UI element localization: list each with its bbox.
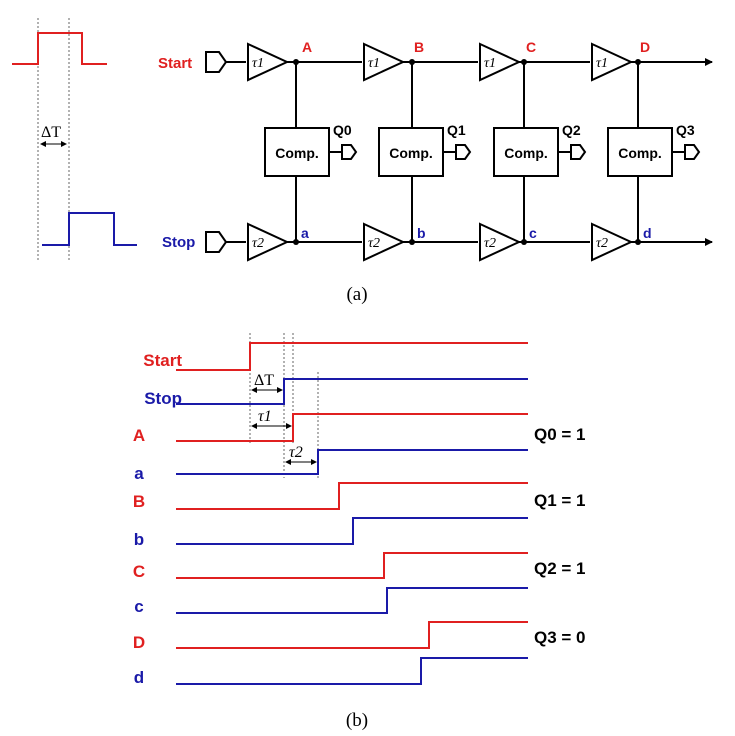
output-label-q1: Q1 xyxy=(447,122,466,138)
input-pulses: ΔT xyxy=(12,18,137,262)
result-q1: Q1 = 1 xyxy=(534,491,586,510)
stop-pulse xyxy=(42,212,137,246)
signal-label-stop: Stop xyxy=(144,389,182,408)
start-pulse xyxy=(12,32,107,65)
signal-label-C: C xyxy=(133,562,145,581)
delay-buffer-t1-2: τ1 xyxy=(363,42,406,82)
waveform-b xyxy=(176,517,528,545)
svg-text:τ2: τ2 xyxy=(484,236,496,251)
stage-2: Comp. C c Q2 xyxy=(493,39,587,245)
node-label-b: b xyxy=(417,225,426,241)
svg-text:τ2: τ2 xyxy=(596,236,608,251)
delay-buffer-t1-4: τ1 xyxy=(591,42,634,82)
stop-label: Stop xyxy=(162,234,195,251)
result-q3: Q3 = 0 xyxy=(534,628,586,647)
output-label-q0: Q0 xyxy=(333,122,352,138)
delay-buffer-t2-2: τ2 xyxy=(363,222,406,262)
waveform-a xyxy=(176,449,528,475)
interval-label-delta-t: ΔT xyxy=(254,372,274,389)
node-label-A: A xyxy=(302,39,312,55)
interval-label-tau1: τ1 xyxy=(258,408,272,425)
delay-buffer-t1-1: τ1 xyxy=(247,42,290,82)
delta-t-label: ΔT xyxy=(41,124,61,141)
result-q0: Q0 = 1 xyxy=(534,425,586,444)
waveform-B xyxy=(176,482,528,510)
signal-label-b: b xyxy=(134,530,144,549)
svg-text:τ2: τ2 xyxy=(368,236,380,251)
output-label-q3: Q3 xyxy=(676,122,695,138)
waveform-C xyxy=(176,552,528,579)
node-label-D: D xyxy=(640,39,650,55)
signal-label-B: B xyxy=(133,492,145,511)
delay-buffer-t2-1: τ2 xyxy=(247,222,290,262)
svg-text:τ1: τ1 xyxy=(368,56,380,71)
node-label-d: d xyxy=(643,225,652,241)
node-label-a: a xyxy=(301,225,309,241)
output-label-q2: Q2 xyxy=(562,122,581,138)
result-q2: Q2 = 1 xyxy=(534,559,586,578)
waveform-stop xyxy=(176,378,528,405)
signal-label-d: d xyxy=(134,668,144,687)
signal-label-start: Start xyxy=(143,351,182,370)
svg-text:Comp.: Comp. xyxy=(389,145,433,161)
svg-text:τ1: τ1 xyxy=(252,56,264,71)
node-label-C: C xyxy=(526,39,536,55)
svg-text:Comp.: Comp. xyxy=(275,145,319,161)
stop-input-connector xyxy=(205,231,228,253)
delay-buffer-t2-4: τ2 xyxy=(591,222,634,262)
interval-label-tau2: τ2 xyxy=(289,444,303,461)
start-label: Start xyxy=(158,55,192,72)
svg-text:Comp.: Comp. xyxy=(618,145,662,161)
waveform-d xyxy=(176,657,528,685)
waveform-D xyxy=(176,621,528,649)
svg-text:τ2: τ2 xyxy=(252,236,264,251)
svg-text:τ1: τ1 xyxy=(484,56,496,71)
stage-3: Comp. D d Q3 xyxy=(607,39,701,245)
svg-text:τ1: τ1 xyxy=(596,56,608,71)
waveform-c xyxy=(176,587,528,614)
timing-diagram: Start Stop A a B b C c D d ΔT τ1 τ2 Q0 =… xyxy=(133,333,586,687)
caption-a: (a) xyxy=(346,284,367,305)
signal-label-D: D xyxy=(133,633,145,652)
node-label-c: c xyxy=(529,225,537,241)
delay-buffer-t2-3: τ2 xyxy=(479,222,522,262)
stage-0: Comp. A a Q0 xyxy=(264,39,358,245)
waveform-A xyxy=(176,413,528,442)
signal-label-c: c xyxy=(134,597,143,616)
stage-1: Comp. B b Q1 xyxy=(378,39,472,245)
signal-label-a: a xyxy=(134,464,144,483)
svg-text:Comp.: Comp. xyxy=(504,145,548,161)
start-input-connector xyxy=(205,51,228,73)
waveform-start xyxy=(176,342,528,371)
node-label-B: B xyxy=(414,39,424,55)
signal-label-A: A xyxy=(133,426,145,445)
caption-b: (b) xyxy=(346,710,368,731)
delay-buffer-t1-3: τ1 xyxy=(479,42,522,82)
